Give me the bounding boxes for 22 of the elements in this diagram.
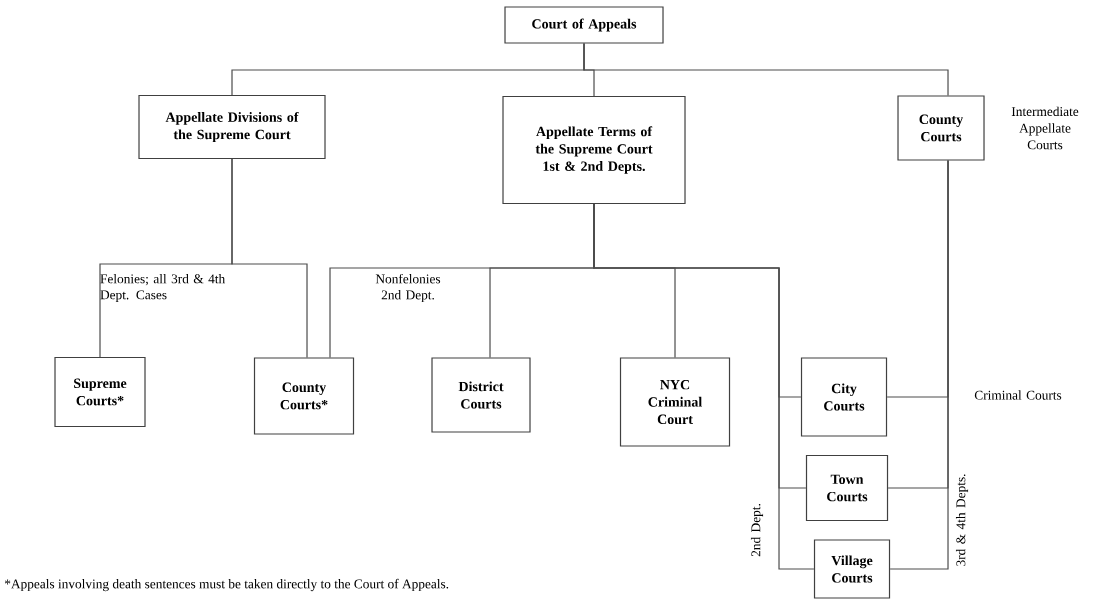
edge-label: 3rd & 4th Depts. [955,474,969,566]
edge-label: Nonfelonies 2nd Dept. [375,273,441,303]
edge-label: 2nd Dept. [750,504,764,557]
court-box: Town Courts [805,454,889,522]
court-box: Village Courts [813,539,891,599]
connector-line [231,158,308,358]
court-box: Court of Appeals [504,6,664,44]
edge-label: Felonies; all 3rd & 4th Dept. Cases [100,273,226,303]
court-box: Appellate Terms of the Supreme Court 1st & 2nd Depts. [502,95,686,205]
court-box: Appellate Divisions of the Supreme Court [138,94,326,160]
court-box: Supreme Courts* [54,356,146,428]
connector-line [593,203,815,570]
court-box: NYC Criminal Court [619,357,731,447]
tier-label: Criminal Courts [974,390,1062,400]
tier-label: Intermediate Appellate Courts [1011,106,1079,150]
footnote: *Appeals involving death sentences must be taken directly to the Court of Appeals. [4,578,449,592]
court-box: City Courts [800,357,888,437]
connector-line [889,160,949,570]
court-box: District Courts [431,357,531,433]
court-box: County Courts* [253,357,355,435]
connector-line [583,43,949,96]
court-box: County Courts [897,95,985,161]
